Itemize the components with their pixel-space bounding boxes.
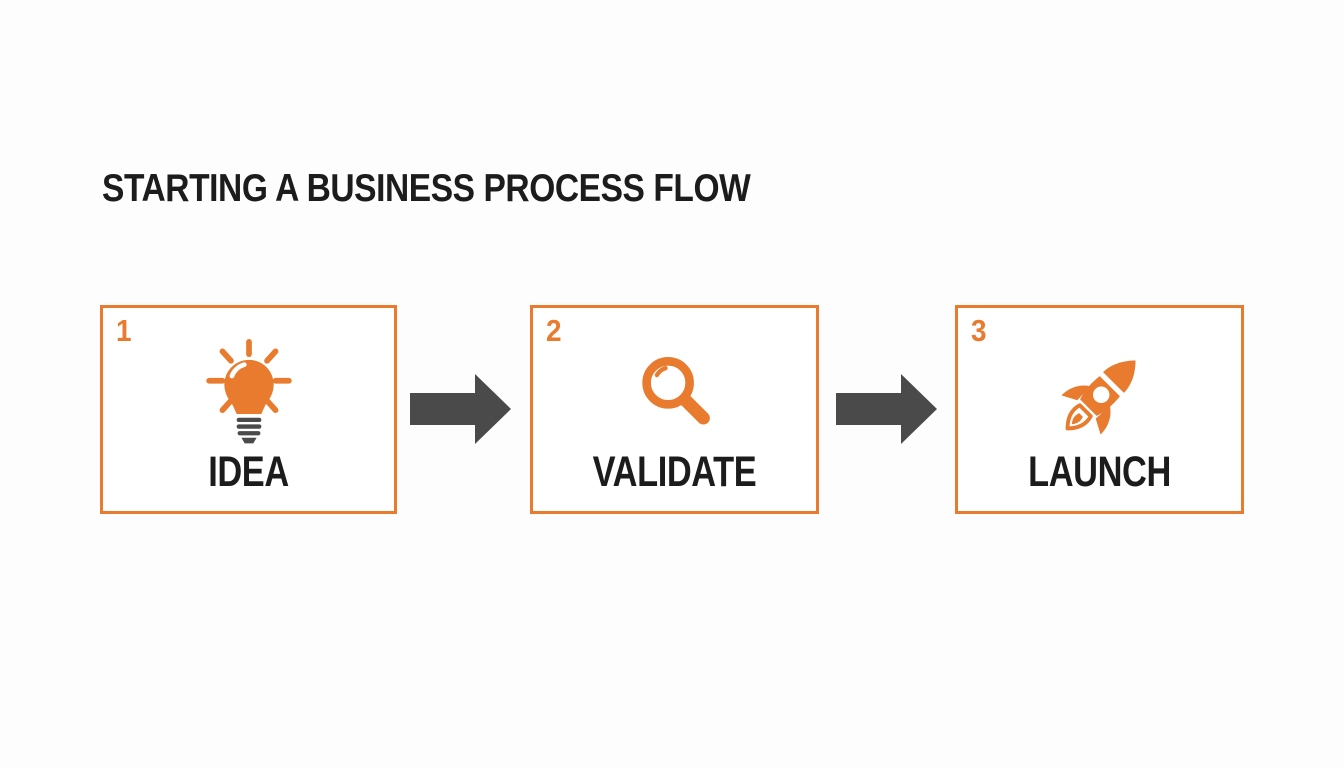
rocket-icon xyxy=(958,344,1241,448)
step-label: IDEA xyxy=(208,448,289,496)
lightbulb-icon xyxy=(103,339,394,451)
step-number: 2 xyxy=(546,313,562,348)
step-box-launch: 3 LAUNCH xyxy=(955,305,1244,514)
step-number: 3 xyxy=(971,313,987,348)
arrow-right-icon xyxy=(836,374,937,444)
page-title: STARTING A BUSINESS PROCESS FLOW xyxy=(102,167,751,210)
arrow-right-icon xyxy=(410,374,511,444)
step-box-validate: 2 VALIDATE xyxy=(530,305,819,514)
step-label: VALIDATE xyxy=(592,448,757,496)
step-box-idea: 1 xyxy=(100,305,397,514)
magnifier-icon xyxy=(533,351,816,437)
step-label: LAUNCH xyxy=(1028,448,1171,496)
step-number: 1 xyxy=(116,313,132,348)
